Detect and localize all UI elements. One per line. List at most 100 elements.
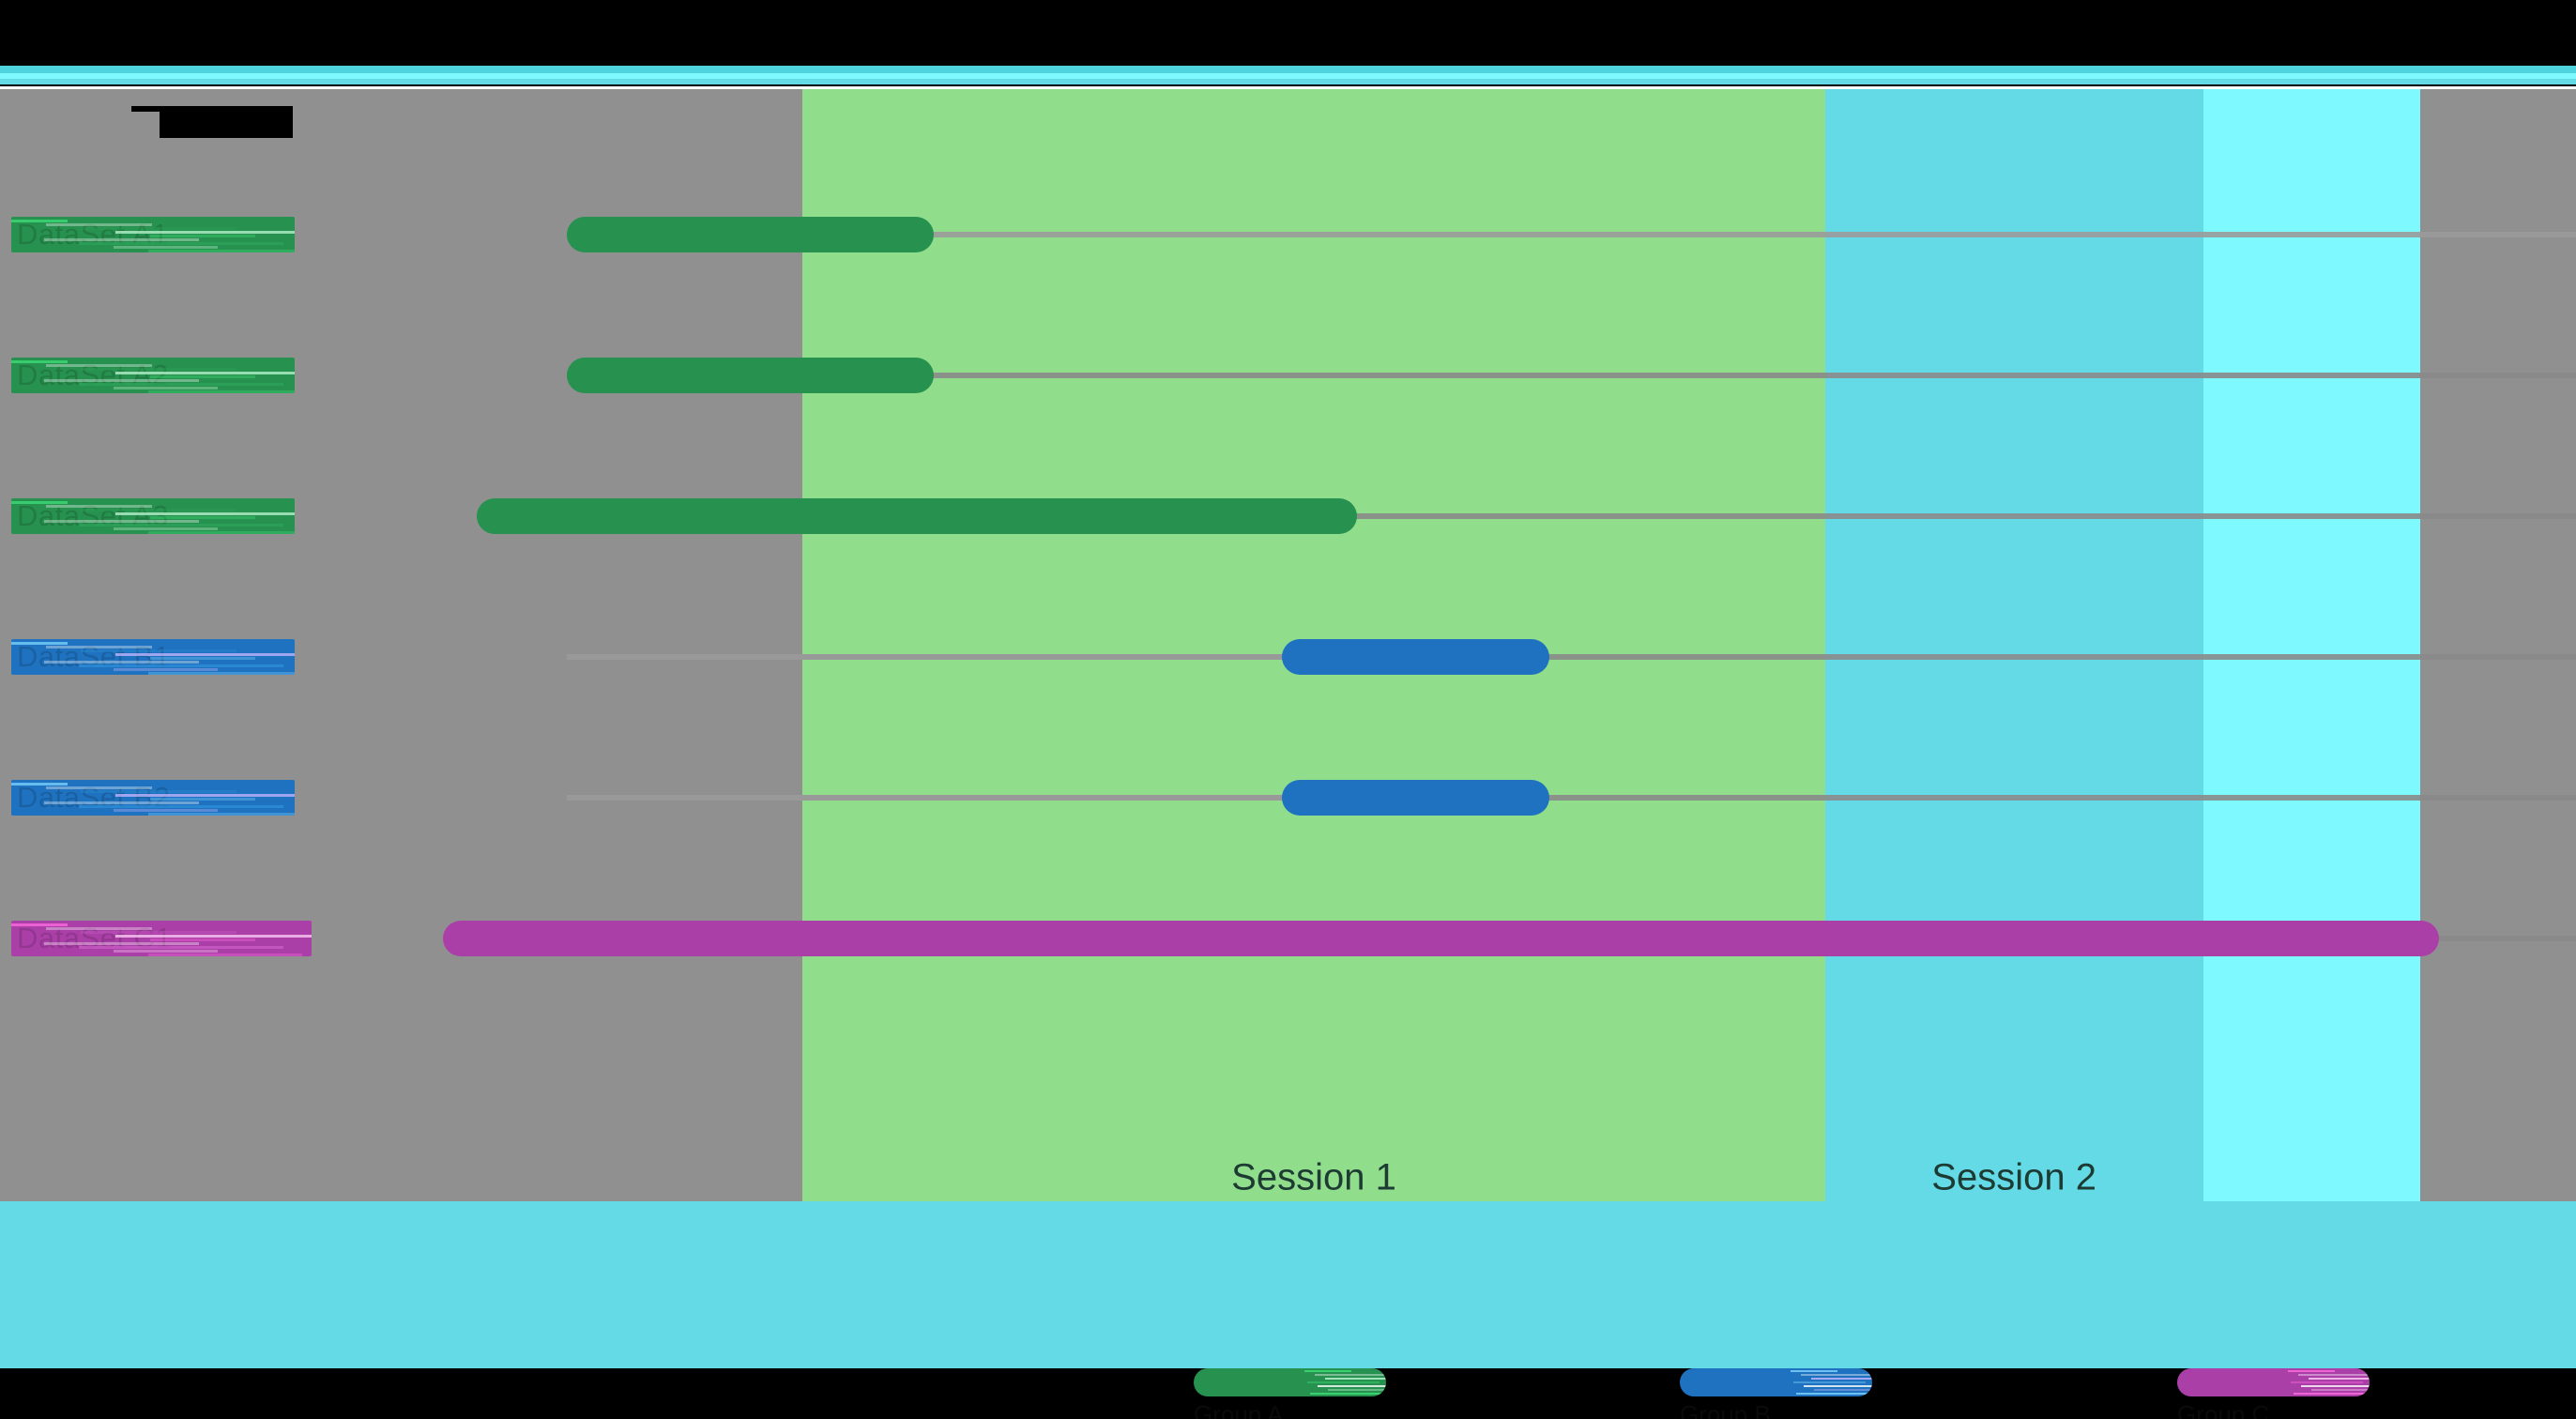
label-scanline — [81, 790, 236, 793]
legend-label-2: Group B — [1680, 1400, 1771, 1419]
legend-swatch-scanline — [1307, 1381, 1379, 1383]
session-band-3 — [2203, 89, 2421, 1201]
label-scanline — [114, 809, 218, 812]
label-scanline — [114, 950, 218, 953]
gridline-row-3 — [567, 513, 2576, 519]
page-title-text: Timeline — [160, 106, 293, 138]
legend-swatch-scanline — [1814, 1389, 1872, 1391]
y-axis-tick-label-5: DataSet B2 — [11, 780, 295, 816]
y-axis-tick-label-4: DataSet B1 — [11, 639, 295, 675]
label-scanline — [11, 642, 68, 645]
gridline-row-2 — [567, 373, 2576, 378]
label-scanline — [44, 238, 199, 241]
legend-swatch-scanline — [1811, 1378, 1872, 1380]
label-scanline — [79, 805, 283, 808]
session-band-2 — [1824, 89, 2203, 1201]
label-scanline — [44, 661, 199, 664]
label-scanline — [150, 516, 255, 519]
legend-swatch-scanline — [1801, 1374, 1872, 1376]
legend-swatch-scanline — [1304, 1370, 1351, 1372]
gantt-bar-4[interactable] — [1282, 639, 1550, 675]
y-axis-tick-label-text-3: DataSet A3 — [17, 499, 169, 532]
label-scanline — [46, 927, 152, 930]
label-scanline — [11, 220, 68, 222]
label-scanline — [81, 368, 236, 371]
label-scanline — [44, 942, 199, 945]
gantt-bar-6[interactable] — [443, 921, 2439, 956]
label-scanline — [81, 227, 236, 230]
y-axis-tick-label-3: DataSet A3 — [11, 498, 295, 534]
label-scanline — [148, 390, 295, 393]
label-scanline — [11, 783, 68, 786]
y-axis-tick-label-text-4: DataSet B1 — [17, 640, 171, 673]
label-scanline — [11, 360, 68, 363]
legend-label-1: Group A — [1194, 1400, 1284, 1419]
label-scanline — [115, 231, 295, 234]
gridline-row-1 — [567, 232, 2576, 237]
legend-swatch-1 — [1194, 1368, 1386, 1396]
legend-swatch-3 — [2177, 1368, 2370, 1396]
label-scanline — [44, 520, 199, 523]
legend-swatch-scanline — [1328, 1389, 1386, 1391]
label-scanline — [148, 672, 295, 675]
label-scanline — [148, 954, 302, 956]
top-accent-strip-2 — [0, 73, 2576, 79]
label-scanline — [114, 246, 218, 249]
label-scanline — [114, 668, 218, 671]
gridline-row-4 — [567, 654, 2576, 660]
label-scanline — [148, 813, 295, 816]
label-scanline — [46, 505, 152, 508]
legend-swatch-scanline — [1793, 1381, 1866, 1383]
y-axis-tick-label-text-1: DataSet A1 — [17, 218, 169, 251]
page-title: Timeline — [160, 106, 293, 138]
legend-swatch-scanline — [1796, 1393, 1872, 1395]
session-band-label-1: Session 1 — [1231, 1156, 1396, 1198]
label-scanline — [115, 935, 312, 938]
label-scanline — [79, 383, 283, 386]
title-notch — [131, 106, 160, 112]
label-scanline — [46, 223, 152, 226]
label-scanline — [115, 794, 295, 797]
gantt-bar-5[interactable] — [1282, 780, 1550, 816]
legend-swatch-scanline — [2288, 1370, 2335, 1372]
gantt-plot-area: Timeline Session 1 Session 2 DataSet A1 Dat… — [0, 89, 2576, 1201]
session-band-label-2: Session 2 — [1931, 1156, 2096, 1198]
label-scanline — [114, 527, 218, 530]
gantt-bar-3[interactable] — [477, 498, 1357, 534]
legend-swatch-scanline — [2294, 1393, 2370, 1395]
label-scanline — [79, 524, 283, 526]
gridline-stub-1 — [567, 654, 1283, 660]
label-scanline — [46, 646, 152, 648]
legend-swatch-scanline — [1318, 1385, 1386, 1387]
legend-swatch-scanline — [2291, 1381, 2363, 1383]
legend-swatch-scanline — [2311, 1389, 2370, 1391]
label-scanline — [148, 250, 295, 252]
label-scanline — [115, 372, 295, 374]
label-scanline — [46, 786, 152, 789]
label-scanline — [81, 931, 236, 934]
label-scanline — [150, 235, 255, 237]
legend-swatch-scanline — [2301, 1385, 2370, 1387]
label-scanline — [79, 664, 283, 667]
top-accent-strip-1 — [0, 66, 2576, 73]
gantt-bar-2[interactable] — [567, 358, 935, 393]
legend-swatch-2 — [1680, 1368, 1872, 1396]
label-scanline — [44, 801, 199, 804]
gantt-bar-1[interactable] — [567, 217, 935, 252]
label-scanline — [150, 375, 255, 378]
label-scanline — [81, 649, 236, 652]
legend-swatch-scanline — [1804, 1385, 1872, 1387]
label-scanline — [150, 798, 255, 801]
legend-label-3: Group C — [2177, 1400, 2270, 1419]
lower-info-panel — [0, 1201, 2576, 1368]
label-scanline — [150, 938, 255, 941]
y-axis-tick-label-text-6: DataSet C1 — [17, 922, 173, 954]
legend-swatch-scanline — [1315, 1374, 1386, 1376]
label-scanline — [148, 531, 295, 534]
y-axis-tick-label-6: DataSet C1 — [11, 921, 312, 956]
label-scanline — [150, 657, 255, 660]
label-scanline — [11, 923, 68, 926]
label-scanline — [11, 501, 68, 504]
top-hairline-divider — [0, 86, 2576, 89]
